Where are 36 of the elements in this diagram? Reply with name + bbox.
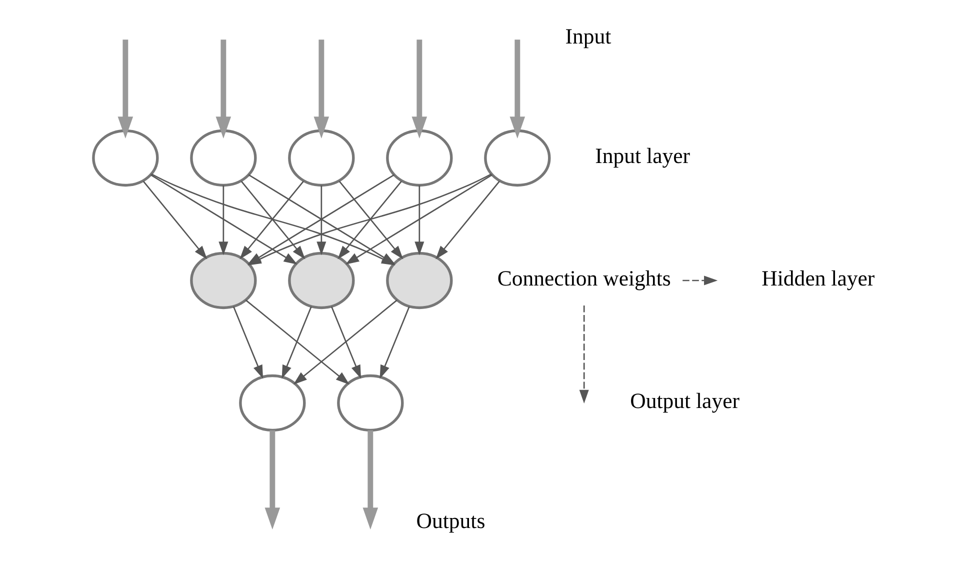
arrow — [118, 40, 134, 138]
arrow — [579, 306, 589, 404]
arrow — [142, 180, 208, 260]
arrow — [314, 40, 330, 138]
arrow — [436, 180, 500, 260]
arrow — [412, 40, 428, 138]
arrow — [282, 306, 312, 379]
arrow — [316, 185, 326, 256]
label: Output layer — [630, 389, 740, 414]
arrow — [380, 306, 410, 379]
arrow — [218, 185, 228, 256]
arrow — [414, 185, 424, 256]
node-circle — [190, 252, 257, 310]
arrow — [293, 300, 398, 385]
node-circle — [239, 374, 306, 432]
label: Outputs — [416, 508, 486, 533]
node-circle — [288, 129, 355, 187]
arrow — [245, 300, 350, 385]
label: Input layer — [595, 144, 690, 168]
arrow — [330, 306, 362, 379]
node-circle — [386, 252, 453, 310]
arrow — [232, 306, 264, 379]
node-circle — [484, 129, 551, 187]
node-circle — [386, 129, 453, 187]
node-circle — [190, 129, 257, 187]
arrow — [216, 40, 232, 138]
node-text: Connection weights — [497, 266, 671, 291]
arrow — [510, 40, 526, 138]
arrow — [362, 430, 378, 530]
node-circle — [337, 374, 404, 432]
label: Input — [565, 24, 612, 48]
arrow — [682, 276, 718, 286]
node-circle — [92, 129, 159, 187]
label: Hidden layer — [762, 266, 875, 291]
node-circle — [288, 252, 355, 310]
arrow — [264, 430, 280, 530]
